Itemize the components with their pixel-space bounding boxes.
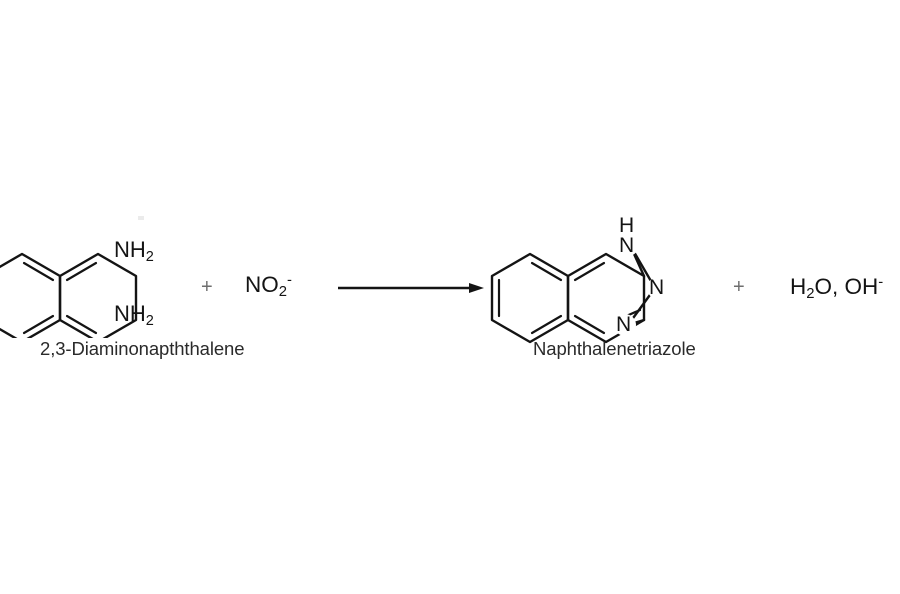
plus-sign-reactants: + [201,276,213,298]
reaction-arrow [330,272,490,309]
triazole-nh-hydrogen-label: H [619,214,635,237]
substituent-amine-top: NH2 [114,237,154,266]
substituent-amine-bottom: NH2 [114,301,154,330]
nitrite-ion-formula: NO2- [245,272,292,301]
triazole-n-right-label: N [649,276,665,299]
triazole-n-bottom-label: N [616,313,632,336]
reactant-structure-2-3-diaminonaphthalene: NH2 NH2 [0,237,190,344]
product-structure-naphthalenetriazole: H N N N [490,214,680,357]
plus-sign-products: + [733,276,745,298]
triazole-nh-nitrogen-label: N [619,234,635,257]
byproducts-formula: H2O, OH- [790,274,884,303]
reactant-caption: 2,3-Diaminonapththalene [40,338,245,359]
product-caption: Naphthalenetriazole [533,338,696,359]
scan-artifact [138,216,144,220]
